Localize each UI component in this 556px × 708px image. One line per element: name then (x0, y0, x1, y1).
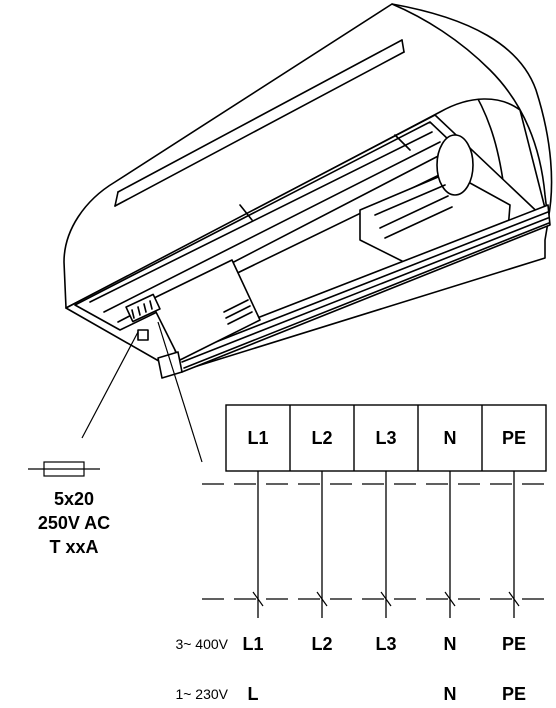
supply-label-n: N (444, 634, 457, 654)
conductors (257, 471, 515, 618)
terminal-block-frame (225, 404, 547, 472)
air-curtain-unit-illustration (63, 3, 553, 379)
supply-label-pe: PE (502, 634, 526, 654)
supply-label-l1: L1 (242, 634, 263, 654)
end-foot (157, 351, 183, 379)
supply-label-pe: PE (502, 684, 526, 704)
terminal-screws (131, 300, 153, 319)
tick-mark (380, 591, 392, 607)
control-board (149, 259, 261, 361)
board-components (223, 299, 253, 325)
supply-label-l3: L3 (375, 634, 396, 654)
unit-top-strip (114, 39, 405, 207)
fan-blade-lines (374, 184, 453, 239)
tick-mark (316, 591, 328, 607)
supply-voltage-1phase: 1~ 230V (175, 686, 228, 702)
fuse-size-label: 5x20 (53, 489, 95, 509)
supply-label-n: N (444, 684, 457, 704)
mounting-bracket (239, 134, 411, 221)
fuse-type-label: T xxA (49, 537, 99, 557)
cable-ticks (252, 591, 520, 607)
outlet-grille-slats (179, 211, 550, 369)
terminal-block: L1 L2 L3 N PE (225, 404, 547, 472)
supply-label-l: L (248, 684, 259, 704)
supply-voltage-3phase: 3~ 400V (175, 636, 228, 652)
supply-label-l2: L2 (311, 634, 332, 654)
terminal-block-mount (125, 293, 161, 323)
unit-top-strip-end (114, 39, 405, 207)
terminal-leader-line (157, 321, 203, 463)
fuse-callout (28, 331, 139, 477)
supply-row-1phase: 1~ 230V L N PE (175, 684, 526, 704)
fuse-rating-label: 250V AC (37, 513, 111, 533)
fuse-leader-line (81, 331, 139, 439)
tick-mark (252, 591, 264, 607)
supply-row-3phase: 3~ 400V L1 L2 L3 N PE (175, 634, 526, 654)
terminal-label-n: N (444, 428, 457, 448)
fuse-holder (137, 329, 149, 341)
terminal-label-l1: L1 (247, 428, 268, 448)
tick-mark (508, 591, 520, 607)
unit-housing (63, 3, 549, 309)
terminal-label-l2: L2 (311, 428, 332, 448)
terminal-label-pe: PE (502, 428, 526, 448)
terminal-label-l3: L3 (375, 428, 396, 448)
fan-wheel (436, 134, 474, 196)
tick-mark (444, 591, 456, 607)
